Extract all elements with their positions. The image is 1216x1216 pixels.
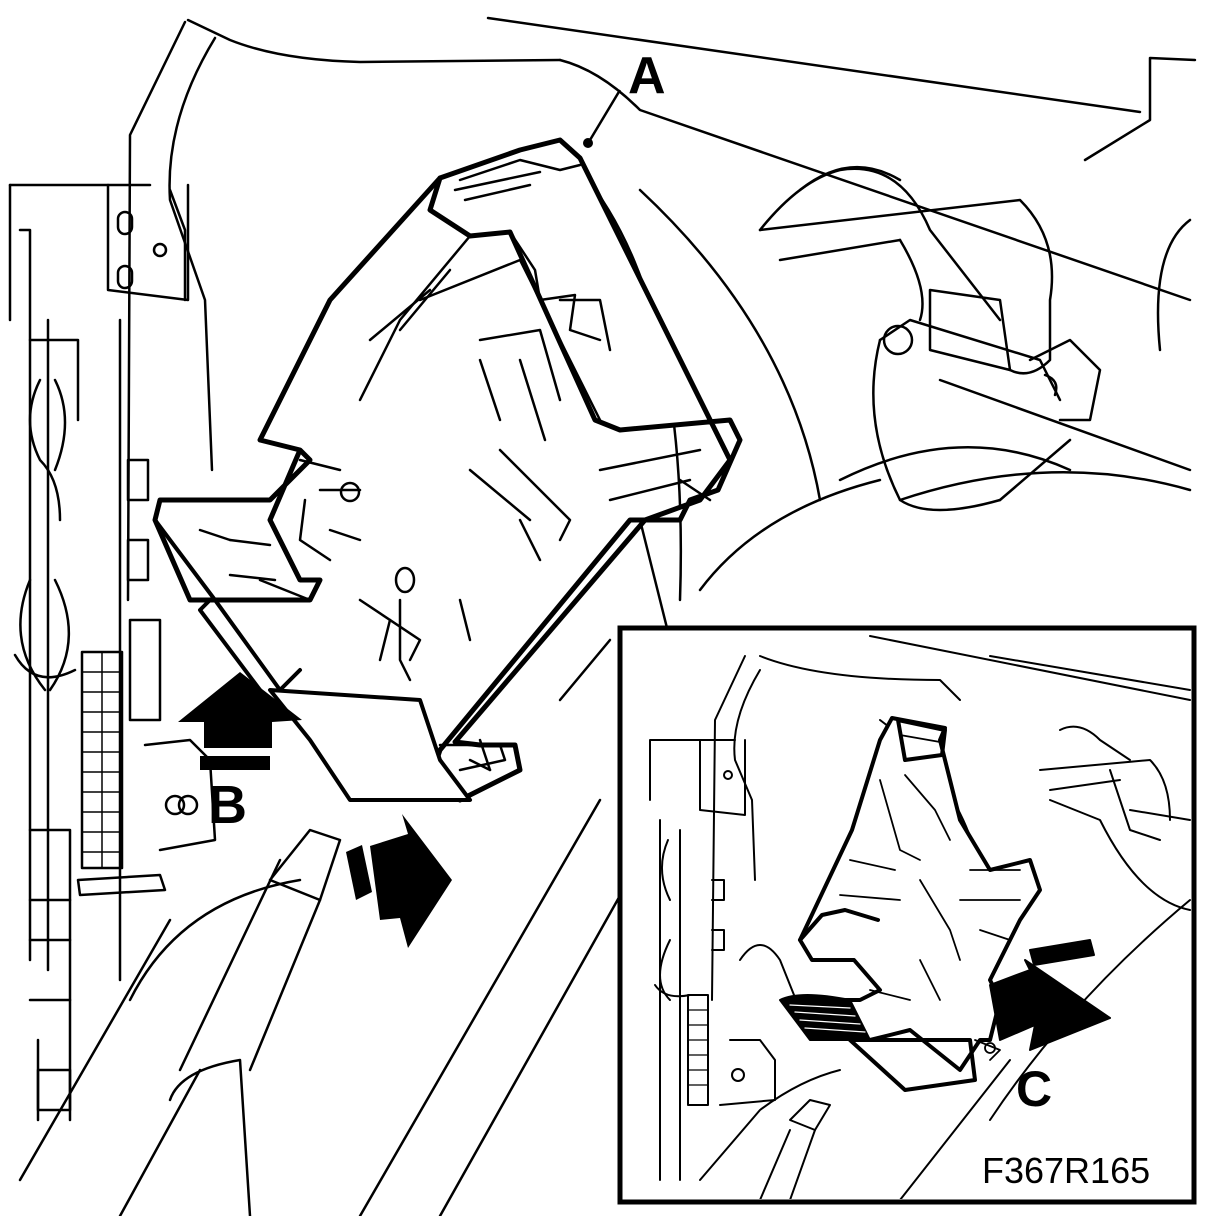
callout-c-label: C — [1016, 1061, 1052, 1117]
callout-b-label: B — [208, 775, 247, 835]
inset-drawing — [649, 635, 1191, 1199]
callout-a-point — [583, 138, 593, 148]
figure-code: F367R165 — [982, 1150, 1150, 1191]
control-module-bracket — [152, 137, 743, 803]
inset-view: C — [617, 625, 1197, 1205]
arrow-up-b — [178, 672, 302, 770]
callout-a-label: A — [628, 47, 666, 105]
callout-a-group: A — [583, 47, 666, 148]
background-interior — [8, 16, 1197, 1216]
callout-a-leader — [588, 89, 622, 141]
arrow-down-c — [989, 939, 1111, 1051]
arrow-right-lower — [346, 814, 452, 948]
